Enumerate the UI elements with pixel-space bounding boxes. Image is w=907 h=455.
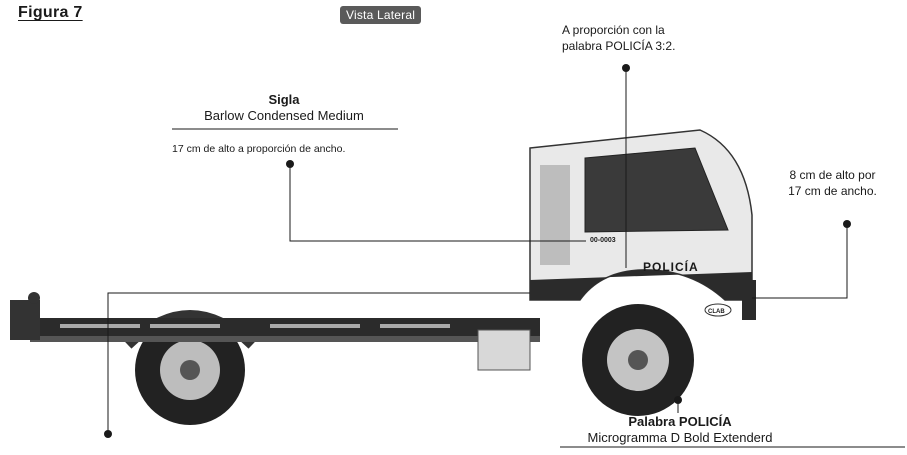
chassis-leader (107, 292, 530, 434)
cab-window (584, 147, 729, 233)
door-word: POLICÍA (643, 259, 699, 274)
chassis-rivets (60, 324, 450, 328)
word-size-line2: 17 cm de ancho. (788, 184, 877, 198)
side-mirror (540, 165, 570, 265)
word-size-callout: 8 cm de alto por 17 cm de ancho. (765, 167, 900, 199)
fuel-tank (477, 329, 531, 371)
emblem-text: CLAB (708, 309, 725, 315)
word-size-line1: 8 cm de alto por (789, 168, 876, 182)
cab-lower-stripe (530, 269, 752, 300)
word-callout: Palabra POLICÍA Microgramma D Bold Exten… (560, 414, 800, 446)
leader-lines (107, 68, 848, 434)
chassis-lower (30, 336, 540, 342)
proportion-callout: A proporción con la palabra POLICÍA 3:2. (562, 22, 675, 54)
figure-title: Figura 7 (18, 4, 83, 21)
proportion-callout-line2: palabra POLICÍA 3:2. (562, 39, 676, 53)
word-title: Palabra POLICÍA (628, 414, 732, 429)
rear-hitch (10, 300, 40, 340)
view-badge: Vista Lateral (340, 6, 422, 24)
sigla-font: Barlow Condensed Medium (204, 108, 364, 123)
door-emblem (704, 303, 732, 317)
sigla-leader (289, 164, 586, 242)
leader-dots (104, 64, 851, 438)
front-wheel (582, 304, 694, 416)
word-font: Microgramma D Bold Extenderd (587, 430, 773, 445)
word-size-leader (752, 224, 848, 299)
door-plate: 00-0003 (590, 237, 616, 244)
proportion-callout-line1: A proporción con la (562, 23, 665, 37)
sigla-title: Sigla (268, 92, 300, 107)
sigla-callout: Sigla Barlow Condensed Medium (172, 92, 396, 124)
rear-wheel (135, 315, 245, 425)
sigla-size: 17 cm de alto a proporción de ancho. (172, 143, 346, 155)
front-bumper (742, 280, 756, 320)
